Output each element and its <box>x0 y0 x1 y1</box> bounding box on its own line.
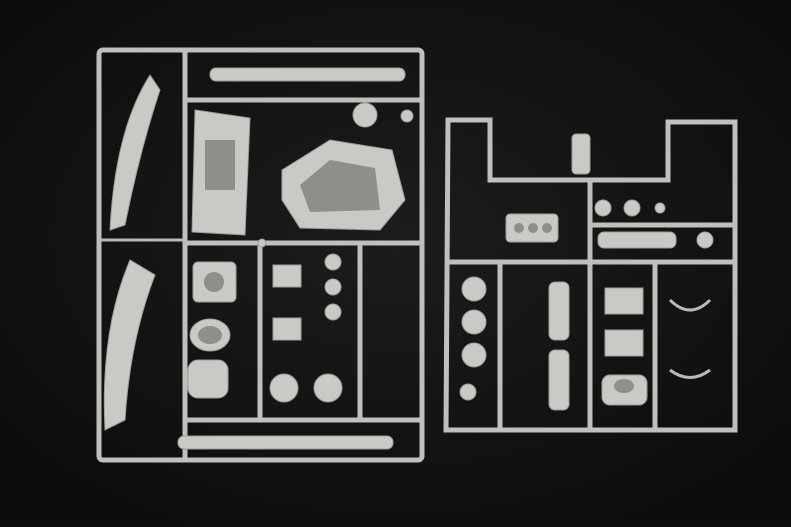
wheel <box>269 373 299 403</box>
exhaust <box>571 133 591 175</box>
right-sprue-frame <box>443 117 738 433</box>
fender-upper <box>109 74 161 231</box>
cupola <box>187 359 229 399</box>
fender-lower <box>103 259 156 431</box>
barrel-upper <box>209 67 406 82</box>
left-sprue-frame <box>96 47 425 463</box>
barrel-lower <box>177 435 394 450</box>
wheel <box>313 373 343 403</box>
right-sprue-parts <box>459 133 714 411</box>
left-sprue-parts <box>103 67 414 450</box>
